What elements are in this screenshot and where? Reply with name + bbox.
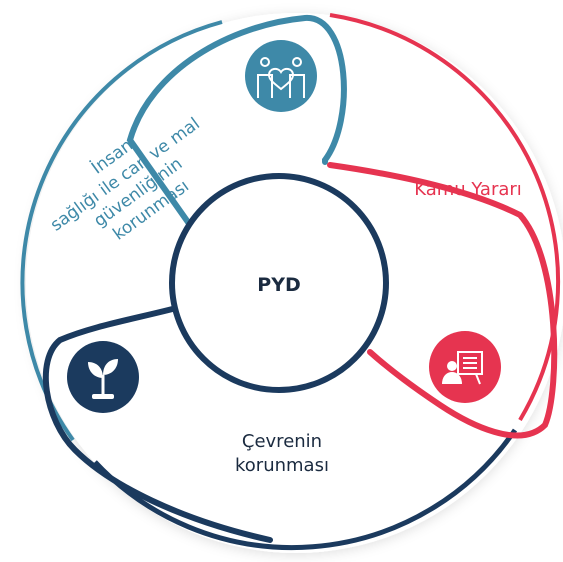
center-circle: [169, 173, 389, 393]
outer-ring-red: [329, 13, 561, 422]
segment-border-human-safety: [126, 14, 347, 228]
outer-ring-navy: [93, 428, 518, 550]
plant-sprout-icon: [67, 341, 139, 413]
family-heart-icon: [245, 40, 317, 112]
segment-label-public-interest: Kamu Yararı: [414, 179, 522, 200]
segment-label-environment-line-1: Çevrenin: [242, 431, 322, 452]
outer-ring-blue: [20, 20, 223, 442]
center-label: PYD: [257, 274, 300, 296]
segment-border-environment: [42, 302, 273, 543]
presenter-board-icon: [429, 331, 501, 403]
segment-label-environment-line-2: korunması: [235, 455, 329, 476]
segment-border-public-interest: [327, 162, 558, 439]
